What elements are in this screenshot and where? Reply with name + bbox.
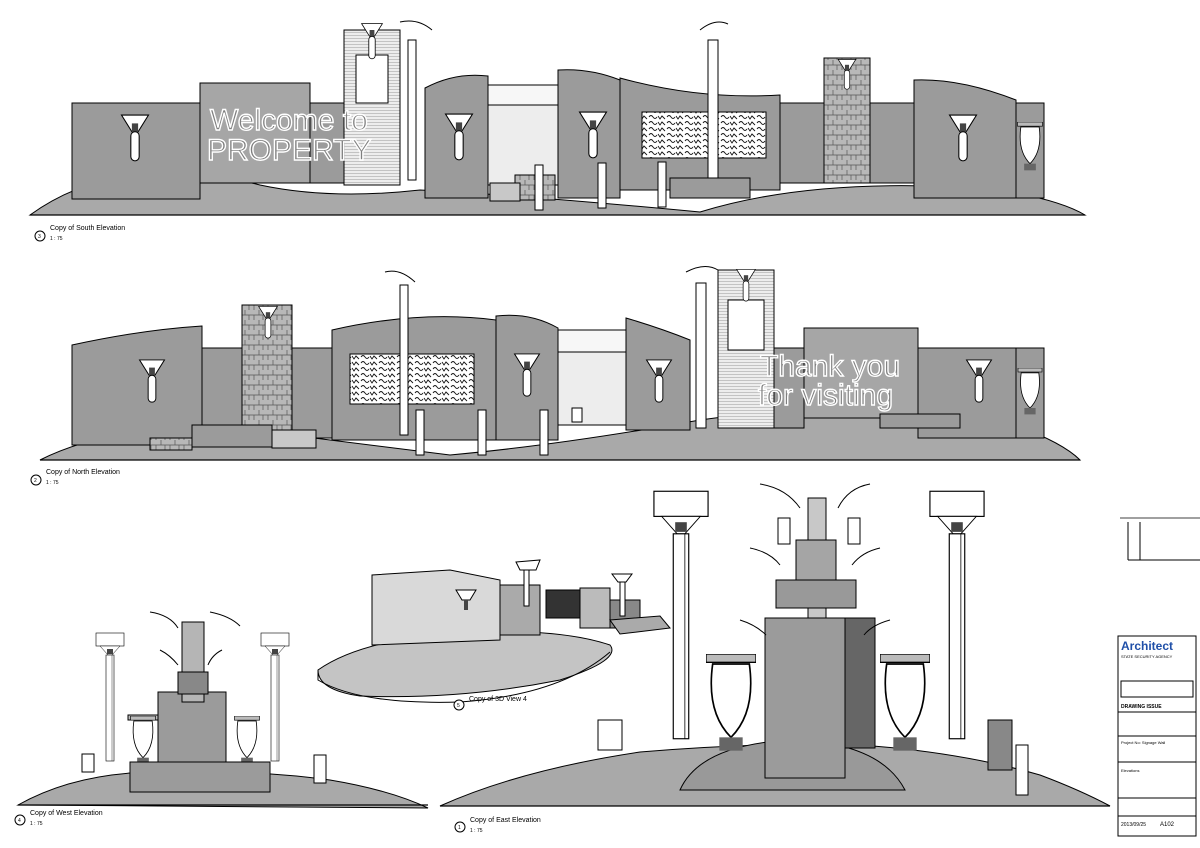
view-number: 1 xyxy=(458,825,461,831)
view-scale: 1 : 75 xyxy=(46,480,59,486)
view-number: 2 xyxy=(34,478,37,484)
view-title: Copy of North Elevation xyxy=(46,469,120,476)
south-sign-line1: Welcome to xyxy=(210,104,368,137)
key-plan xyxy=(1120,517,1200,561)
view-label-west: 4 Copy of West Elevation 1 : 75 xyxy=(14,810,103,827)
south-sign-line2: PROPERTY xyxy=(207,134,372,167)
view-title: Copy of West Elevation xyxy=(30,810,103,817)
view-title: Copy of East Elevation xyxy=(470,817,541,824)
view-number: 4 xyxy=(18,818,21,824)
issue-date: 2013/09/25 xyxy=(1121,822,1146,828)
west-elevation xyxy=(16,611,429,809)
north-elevation: Thank you for visiting xyxy=(39,266,1082,461)
sheet-name: Elevations xyxy=(1121,768,1139,773)
view-label-south: 3 Copy of South Elevation 1 : 75 xyxy=(34,225,125,242)
sheet-number: A102 xyxy=(1160,822,1175,828)
title-block: Architect STATE SECURITY AGENCY DRAWING … xyxy=(1117,635,1197,837)
firm-name: Architect xyxy=(1121,639,1173,653)
view-label-east: 1 Copy of East Elevation 1 : 75 xyxy=(454,817,541,834)
view-number: 5 xyxy=(457,703,460,709)
view-title: Copy of South Elevation xyxy=(50,225,125,232)
view-label-3d: 5 Copy of 3D View 4 xyxy=(453,696,527,711)
view-3d xyxy=(317,559,671,703)
view-scale: 1 : 75 xyxy=(50,236,63,242)
issue-heading: DRAWING ISSUE xyxy=(1121,704,1162,710)
view-scale: 1 : 75 xyxy=(470,828,483,834)
view-label-north: 2 Copy of North Elevation 1 : 75 xyxy=(30,469,120,486)
north-sign-line2: for visiting xyxy=(758,379,893,412)
view-number: 3 xyxy=(38,234,41,240)
south-elevation: Welcome to PROPERTY xyxy=(28,20,1087,216)
view-title: Copy of 3D View 4 xyxy=(469,696,527,703)
project-name: Project No: Signage Wall xyxy=(1121,740,1165,745)
north-sign-line1: Thank you xyxy=(760,350,900,383)
east-elevation xyxy=(439,483,1111,807)
view-scale: 1 : 75 xyxy=(30,821,43,827)
agency-name: STATE SECURITY AGENCY xyxy=(1121,654,1173,659)
